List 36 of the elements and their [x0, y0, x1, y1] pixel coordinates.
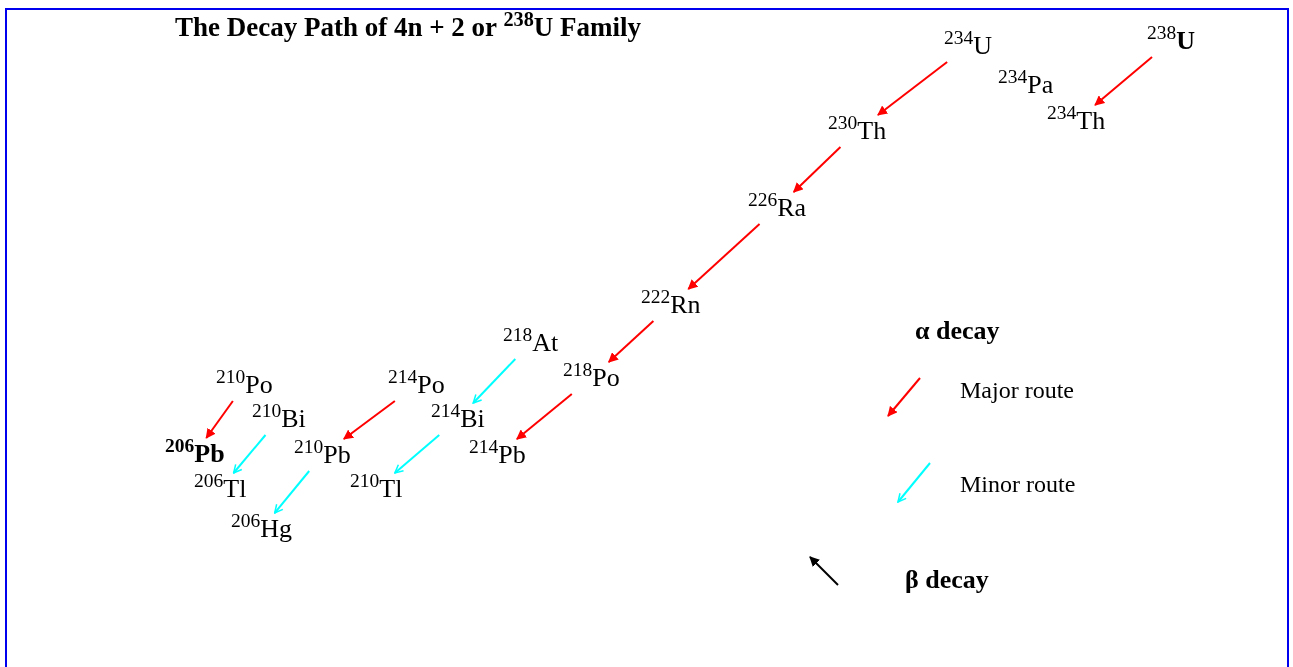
nuclide-label: $^{234}$Pa: [998, 72, 1054, 98]
decay-arrow: [607, 320, 655, 363]
decay-arrow: [232, 434, 267, 474]
nuclide-label: $^{210}$Bi: [252, 406, 306, 432]
nuclide-label: $^{230}$Th: [828, 118, 887, 144]
legend-text: β decay: [905, 567, 989, 593]
nuclide-label: $^{222}$Rn: [641, 292, 701, 318]
decay-arrow: [393, 434, 441, 474]
legend-text: Major route: [960, 378, 1074, 402]
nuclide-label: $^{218}$Po: [563, 365, 620, 391]
nuclide-label: $^{234}$Th: [1047, 108, 1106, 134]
decay-arrow: [876, 61, 949, 116]
nuclide-label: $^{206}$Hg: [231, 516, 293, 542]
nuclide-label: $^{226}$Ra: [748, 195, 807, 221]
nuclide-label: $^{214}$Pb: [469, 442, 526, 468]
decay-arrow: [472, 358, 517, 404]
nuclide-label: $^{210}$Pb: [294, 442, 351, 468]
nuclide-label: $^{210}$Po: [216, 372, 273, 398]
diagram-title: The Decay Path of 4n + 2 or $^{238}$U Family: [175, 14, 641, 41]
nuclide-label: $^{206}$Pb: [165, 441, 225, 467]
decay-arrow: [342, 400, 396, 440]
decay-arrow: [273, 470, 311, 514]
decay-arrow: [792, 146, 842, 193]
legend-heading: α decay: [915, 318, 1000, 344]
decay-arrow: [205, 400, 234, 439]
legend-text: Minor route: [960, 472, 1076, 496]
nuclide-label: $^{214}$Po: [388, 372, 445, 398]
nuclide-label: $^{234}$U: [944, 33, 993, 59]
decay-arrow: [687, 223, 761, 290]
nuclide-label: $^{206}$Tl: [194, 476, 247, 502]
nuclide-label: $^{214}$Bi: [431, 406, 485, 432]
decay-arrow: [515, 393, 573, 440]
nuclide-label: $^{218}$At: [503, 330, 559, 356]
nuclide-label: $^{210}$Tl: [350, 476, 403, 502]
nuclide-label: $^{238}$U: [1147, 28, 1196, 54]
decay-arrow: [1094, 56, 1154, 106]
